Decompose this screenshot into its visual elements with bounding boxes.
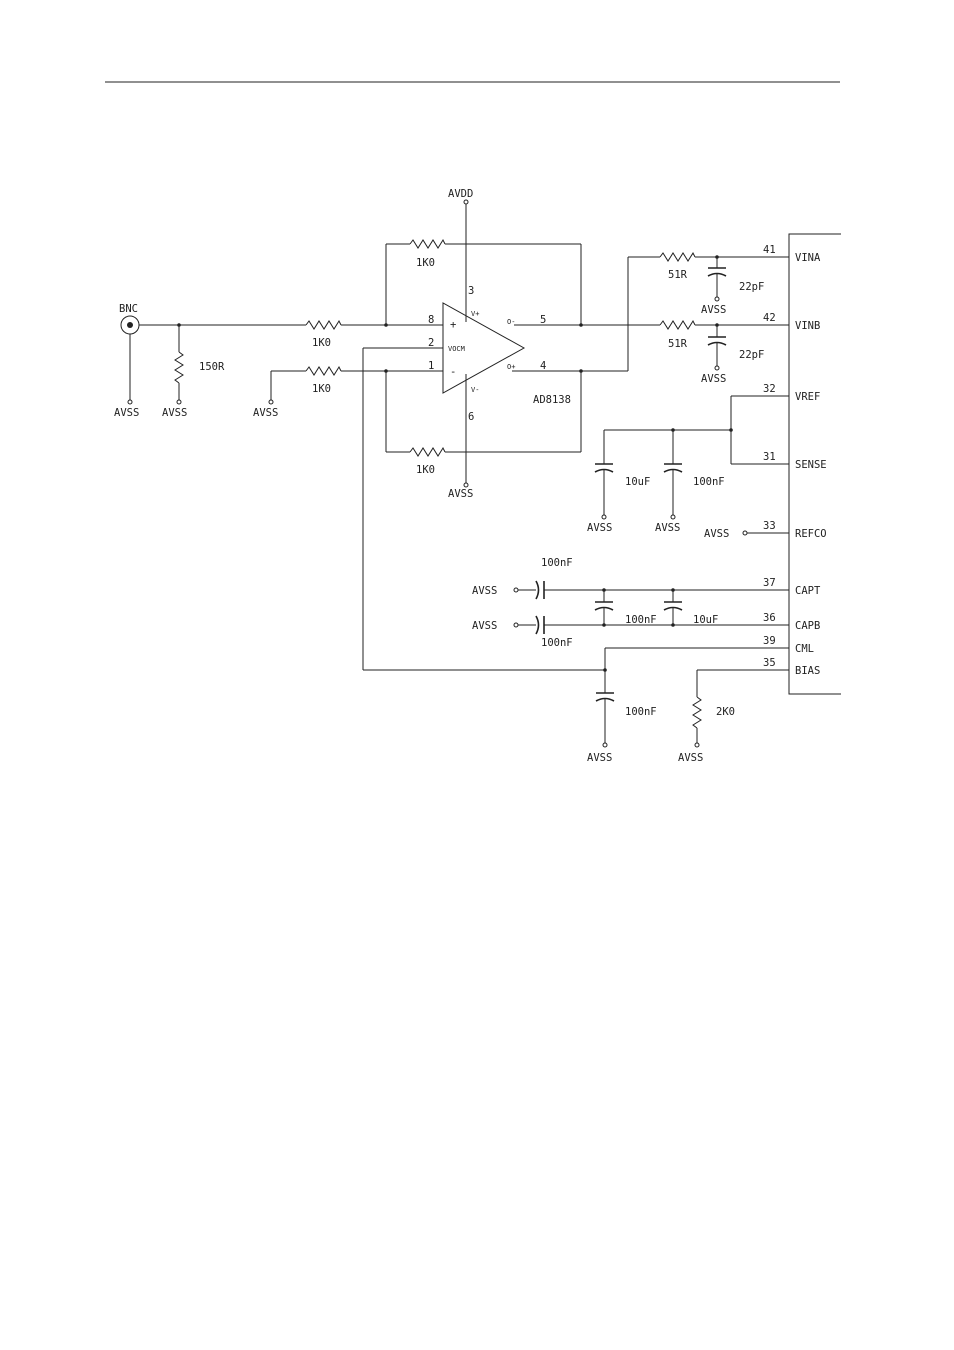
adc-symbol — [788, 233, 841, 695]
resistor-in-neg: 1K0 AVSS — [253, 365, 443, 419]
supply-avdd: AVDD — [448, 188, 473, 322]
capb-c-value: 100nF — [541, 637, 573, 649]
r-fb-top-value: 1K0 — [416, 257, 435, 269]
supply-avss: AVSS — [448, 374, 473, 500]
amplifier: + - VOCM V+ V- O- O+ AD8138 3 6 8 2 1 5 … — [428, 285, 571, 423]
amp-pin-2: 2 — [428, 337, 434, 349]
amp-pin-5: 5 — [540, 314, 546, 326]
resistor-150r: 150R AVSS — [162, 325, 225, 419]
adc-pin-number: 42 — [763, 312, 776, 324]
avss-supply-label: AVSS — [448, 488, 473, 500]
adc-pin-number: 33 — [763, 520, 776, 532]
adc-pin-number: 36 — [763, 612, 776, 624]
c-a-value: 22pF — [739, 281, 764, 293]
cap-bypass: 100nF 100nF AVSS AVSS 100nF 10uF — [472, 557, 789, 649]
r-in-neg-ground: AVSS — [253, 407, 278, 419]
amp-minus-sign: - — [450, 366, 456, 378]
adc-pin-name: CAPB — [795, 620, 820, 632]
bnc-label: BNC — [119, 303, 138, 315]
adc-pin-number: 39 — [763, 635, 776, 647]
amp-pin-6: 6 — [468, 411, 474, 423]
adc-pin-number: 37 — [763, 577, 776, 589]
r-in-pos-value: 1K0 — [312, 337, 331, 349]
avdd-label: AVDD — [448, 188, 473, 200]
bnc-connector: BNC AVSS — [114, 303, 140, 419]
amp-pin-8: 8 — [428, 314, 434, 326]
refco-ground: AVSS — [704, 528, 729, 540]
r-term-value: 150R — [199, 361, 225, 373]
amp-vocm-label: VOCM — [448, 345, 465, 353]
reference-network: 10uF 100nF AVSS AVSS AVSS — [587, 395, 789, 540]
amp-plus-sign: + — [450, 319, 456, 331]
cml-ground: AVSS — [587, 752, 612, 764]
bnc-ground-label: AVSS — [114, 407, 139, 419]
bias-network: 2K0 AVSS — [678, 669, 789, 764]
amp-pin-1: 1 — [428, 360, 434, 372]
vocm-wire — [362, 347, 605, 671]
adc-pin-name: VINA — [795, 252, 821, 264]
c-b-ground: AVSS — [701, 373, 726, 385]
adc-pin-name: VREF — [795, 391, 820, 403]
adc-pin-name: REFCO — [795, 528, 827, 540]
adc-pin-number: 31 — [763, 451, 776, 463]
r-a-value: 51R — [668, 269, 688, 281]
ref-c2-value: 100nF — [693, 476, 725, 488]
adc-pin-number: 41 — [763, 244, 776, 256]
r-b-value: 51R — [668, 338, 688, 350]
amp-out-pos-label: O+ — [507, 363, 515, 371]
cml-c-value: 100nF — [625, 706, 657, 718]
r-term-ground: AVSS — [162, 407, 187, 419]
feedback-top: 1K0 — [385, 238, 582, 325]
amp-part-number: AD8138 — [533, 394, 571, 406]
mid-c2-value: 10uF — [693, 614, 718, 626]
adc-pin-name: BIAS — [795, 665, 820, 677]
amp-out-neg-label: O- — [507, 318, 515, 326]
ref-c1-ground: AVSS — [587, 522, 612, 534]
r-fb-bottom-value: 1K0 — [416, 464, 435, 476]
amp-pin-4: 4 — [540, 360, 546, 372]
bias-ground: AVSS — [678, 752, 703, 764]
adc-pin-name: VINB — [795, 320, 820, 332]
c-b-value: 22pF — [739, 349, 764, 361]
c-a-ground: AVSS — [701, 304, 726, 316]
r-in-neg-value: 1K0 — [312, 383, 331, 395]
ref-c2-ground: AVSS — [655, 522, 680, 534]
bias-r-value: 2K0 — [716, 706, 735, 718]
cml-network: 100nF AVSS — [587, 647, 789, 764]
amp-pin-3: 3 — [468, 285, 474, 297]
capb-ground: AVSS — [472, 620, 497, 632]
adc-pin-name: SENSE — [795, 459, 827, 471]
adc-pin-name: CAPT — [795, 585, 821, 597]
adc-pin-number: 35 — [763, 657, 776, 669]
filter-b: 51R 22pF AVSS — [659, 319, 789, 385]
amp-vplus-label: V+ — [471, 310, 479, 318]
feedback-bottom: 1K0 — [385, 371, 582, 476]
mid-c1-value: 100nF — [625, 614, 657, 626]
capt-c-value: 100nF — [541, 557, 573, 569]
resistor-in-pos: 1K0 — [305, 319, 443, 349]
filter-a: 51R 22pF AVSS — [659, 251, 789, 316]
adc-pin-number: 32 — [763, 383, 776, 395]
ref-c1-value: 10uF — [625, 476, 650, 488]
amp-vminus-label: V- — [471, 386, 479, 394]
capt-ground: AVSS — [472, 585, 497, 597]
adc-pin-name: CML — [795, 643, 814, 655]
